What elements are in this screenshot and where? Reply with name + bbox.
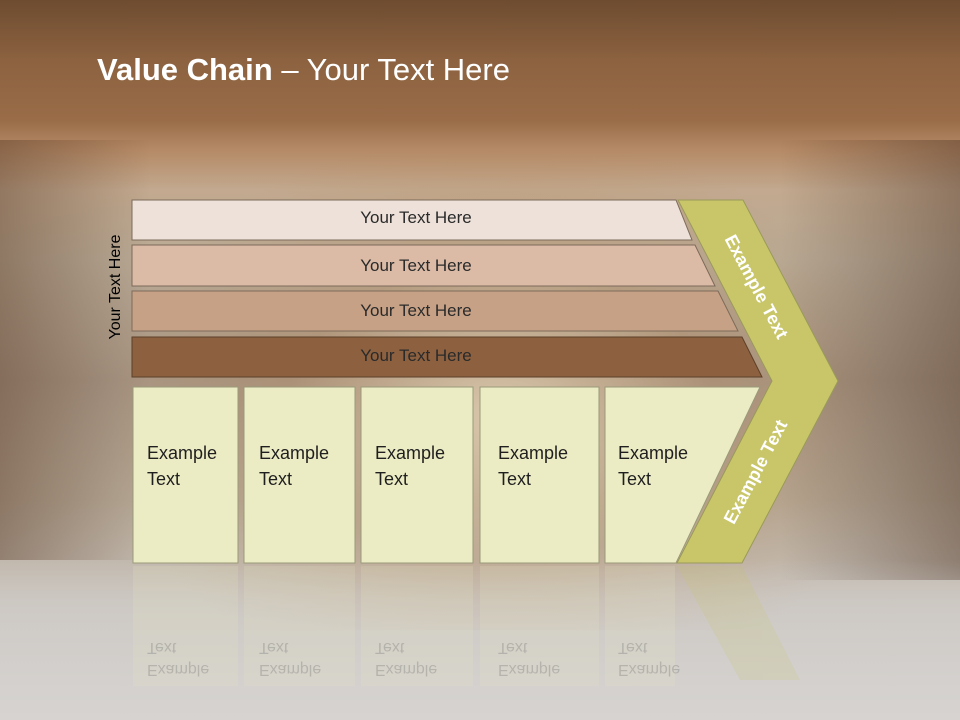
reflection-text-4-line1: Example — [498, 661, 561, 678]
row-band-3[interactable] — [131, 290, 739, 332]
row-label-1: Your Text Here — [360, 208, 472, 227]
row-band-2[interactable] — [131, 244, 716, 287]
background-shade-left — [0, 140, 150, 560]
box-2[interactable] — [243, 386, 356, 564]
box-label-2-line1: Example — [259, 443, 330, 463]
title-rest: – Your Text Here — [272, 52, 510, 87]
box-4[interactable] — [479, 386, 600, 564]
reflection-text-5-line2: Text — [618, 639, 648, 656]
box-label-1-line2: Text — [147, 469, 181, 489]
reflection — [133, 566, 800, 686]
box-label-5-line2: Text — [618, 469, 652, 489]
reflection-text-1-line2: Text — [147, 639, 177, 656]
reflection-text-1-line1: Example — [147, 661, 210, 678]
reflection-text-4: Example Text — [498, 636, 598, 680]
reflection-text-3-line1: Example — [375, 661, 438, 678]
box-label-5-line1: Example — [618, 443, 689, 463]
reflection-text-3: Example Text — [375, 636, 475, 680]
reflection-text-2-line1: Example — [259, 661, 322, 678]
box-label-4-line1: Example — [498, 443, 569, 463]
background-fade-bottom — [0, 560, 960, 720]
row-band-4[interactable] — [131, 336, 763, 378]
slide-title[interactable]: Value Chain – Your Text Here — [97, 52, 510, 88]
title-bold: Value Chain — [97, 52, 273, 87]
box-label-2-line2: Text — [259, 469, 293, 489]
box-3[interactable] — [360, 386, 474, 564]
reflection-text-3-line2: Text — [375, 639, 405, 656]
box-label-1: Example Text — [147, 440, 247, 492]
box-label-3-line2: Text — [375, 469, 409, 489]
box-label-1-line1: Example — [147, 443, 218, 463]
row-label-4: Your Text Here — [360, 346, 472, 365]
row-label-2: Your Text Here — [360, 256, 472, 275]
box-label-5: Example Text — [618, 440, 718, 492]
reflection-text-5-line1: Example — [618, 661, 681, 678]
box-1[interactable] — [132, 386, 239, 564]
box-label-4-line2: Text — [498, 469, 532, 489]
box-label-4: Example Text — [498, 440, 598, 492]
box-5[interactable] — [604, 386, 761, 564]
box-label-2: Example Text — [259, 440, 359, 492]
row-label-3: Your Text Here — [360, 301, 472, 320]
reflection-text-2: Example Text — [259, 636, 359, 680]
reflection-text-1: Example Text — [147, 636, 247, 680]
row-band-1[interactable] — [131, 199, 693, 241]
box-label-3: Example Text — [375, 440, 475, 492]
reflection-text-5: Example Text — [618, 636, 718, 680]
chevron-arrow[interactable] — [676, 199, 839, 564]
reflection-text-4-line2: Text — [498, 639, 528, 656]
reflection-text-2-line2: Text — [259, 639, 289, 656]
box-label-3-line1: Example — [375, 443, 446, 463]
